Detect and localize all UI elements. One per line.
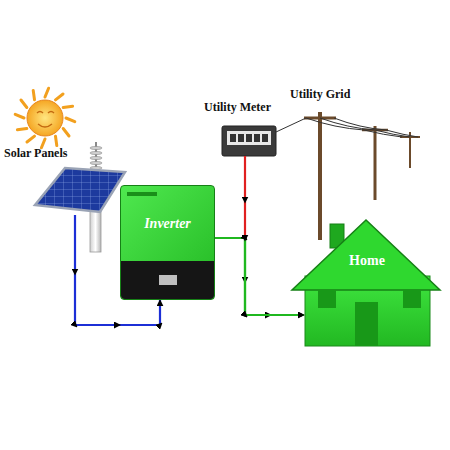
- antenna-ring: [90, 161, 102, 164]
- sun-ray: [21, 100, 27, 108]
- sun-ray: [66, 118, 75, 122]
- power-flow-line: [245, 156, 304, 315]
- sun-ray: [56, 136, 57, 145]
- meter-digit-cell: [238, 134, 244, 142]
- meter-display: [227, 131, 271, 145]
- meter-digit-cell: [246, 134, 252, 142]
- house-window: [403, 290, 421, 308]
- power-flow-line: [215, 238, 304, 315]
- inverter-box: Inverter: [120, 185, 215, 300]
- house-window: [318, 290, 336, 308]
- node-label: Home: [292, 253, 442, 269]
- meter-digit-cell: [262, 134, 268, 142]
- meter-digits: [230, 134, 268, 142]
- sun-face: [37, 112, 54, 128]
- antenna-ring: [90, 146, 102, 149]
- power-wires: [276, 118, 418, 137]
- antenna-rings: [90, 146, 102, 169]
- meter-label: Utility Meter: [200, 100, 290, 156]
- sun-ray: [15, 114, 24, 118]
- home-house: Home: [292, 215, 442, 347]
- sun-ray: [45, 88, 49, 97]
- sun-rays: [15, 88, 75, 148]
- meter-digit-cell: [254, 134, 260, 142]
- sun-ray: [56, 94, 64, 100]
- antenna-ring: [90, 151, 102, 154]
- antenna-ring: [90, 156, 102, 159]
- sun-ray: [63, 106, 72, 107]
- sun: [27, 100, 63, 136]
- utility-poles: [304, 112, 420, 240]
- inverter-display: [159, 275, 177, 285]
- house-door: [355, 302, 378, 346]
- node-label: Utility Meter: [204, 101, 271, 115]
- sun-ray: [27, 136, 35, 142]
- sun-ray: [33, 90, 34, 99]
- meter-housing: [222, 126, 276, 156]
- inverter-top-strip: [127, 192, 157, 196]
- sun-ray: [17, 129, 26, 130]
- node-label: Solar Panels: [4, 147, 67, 161]
- node-label: Utility Grid: [290, 88, 350, 102]
- sun-ray: [63, 129, 69, 137]
- solar-panel-group: Solar Panels: [2, 145, 127, 215]
- solar-panel: [35, 168, 125, 212]
- node-label: Inverter: [121, 216, 214, 232]
- meter-digit-cell: [230, 134, 236, 142]
- grid-label: Utility Grid: [288, 86, 368, 106]
